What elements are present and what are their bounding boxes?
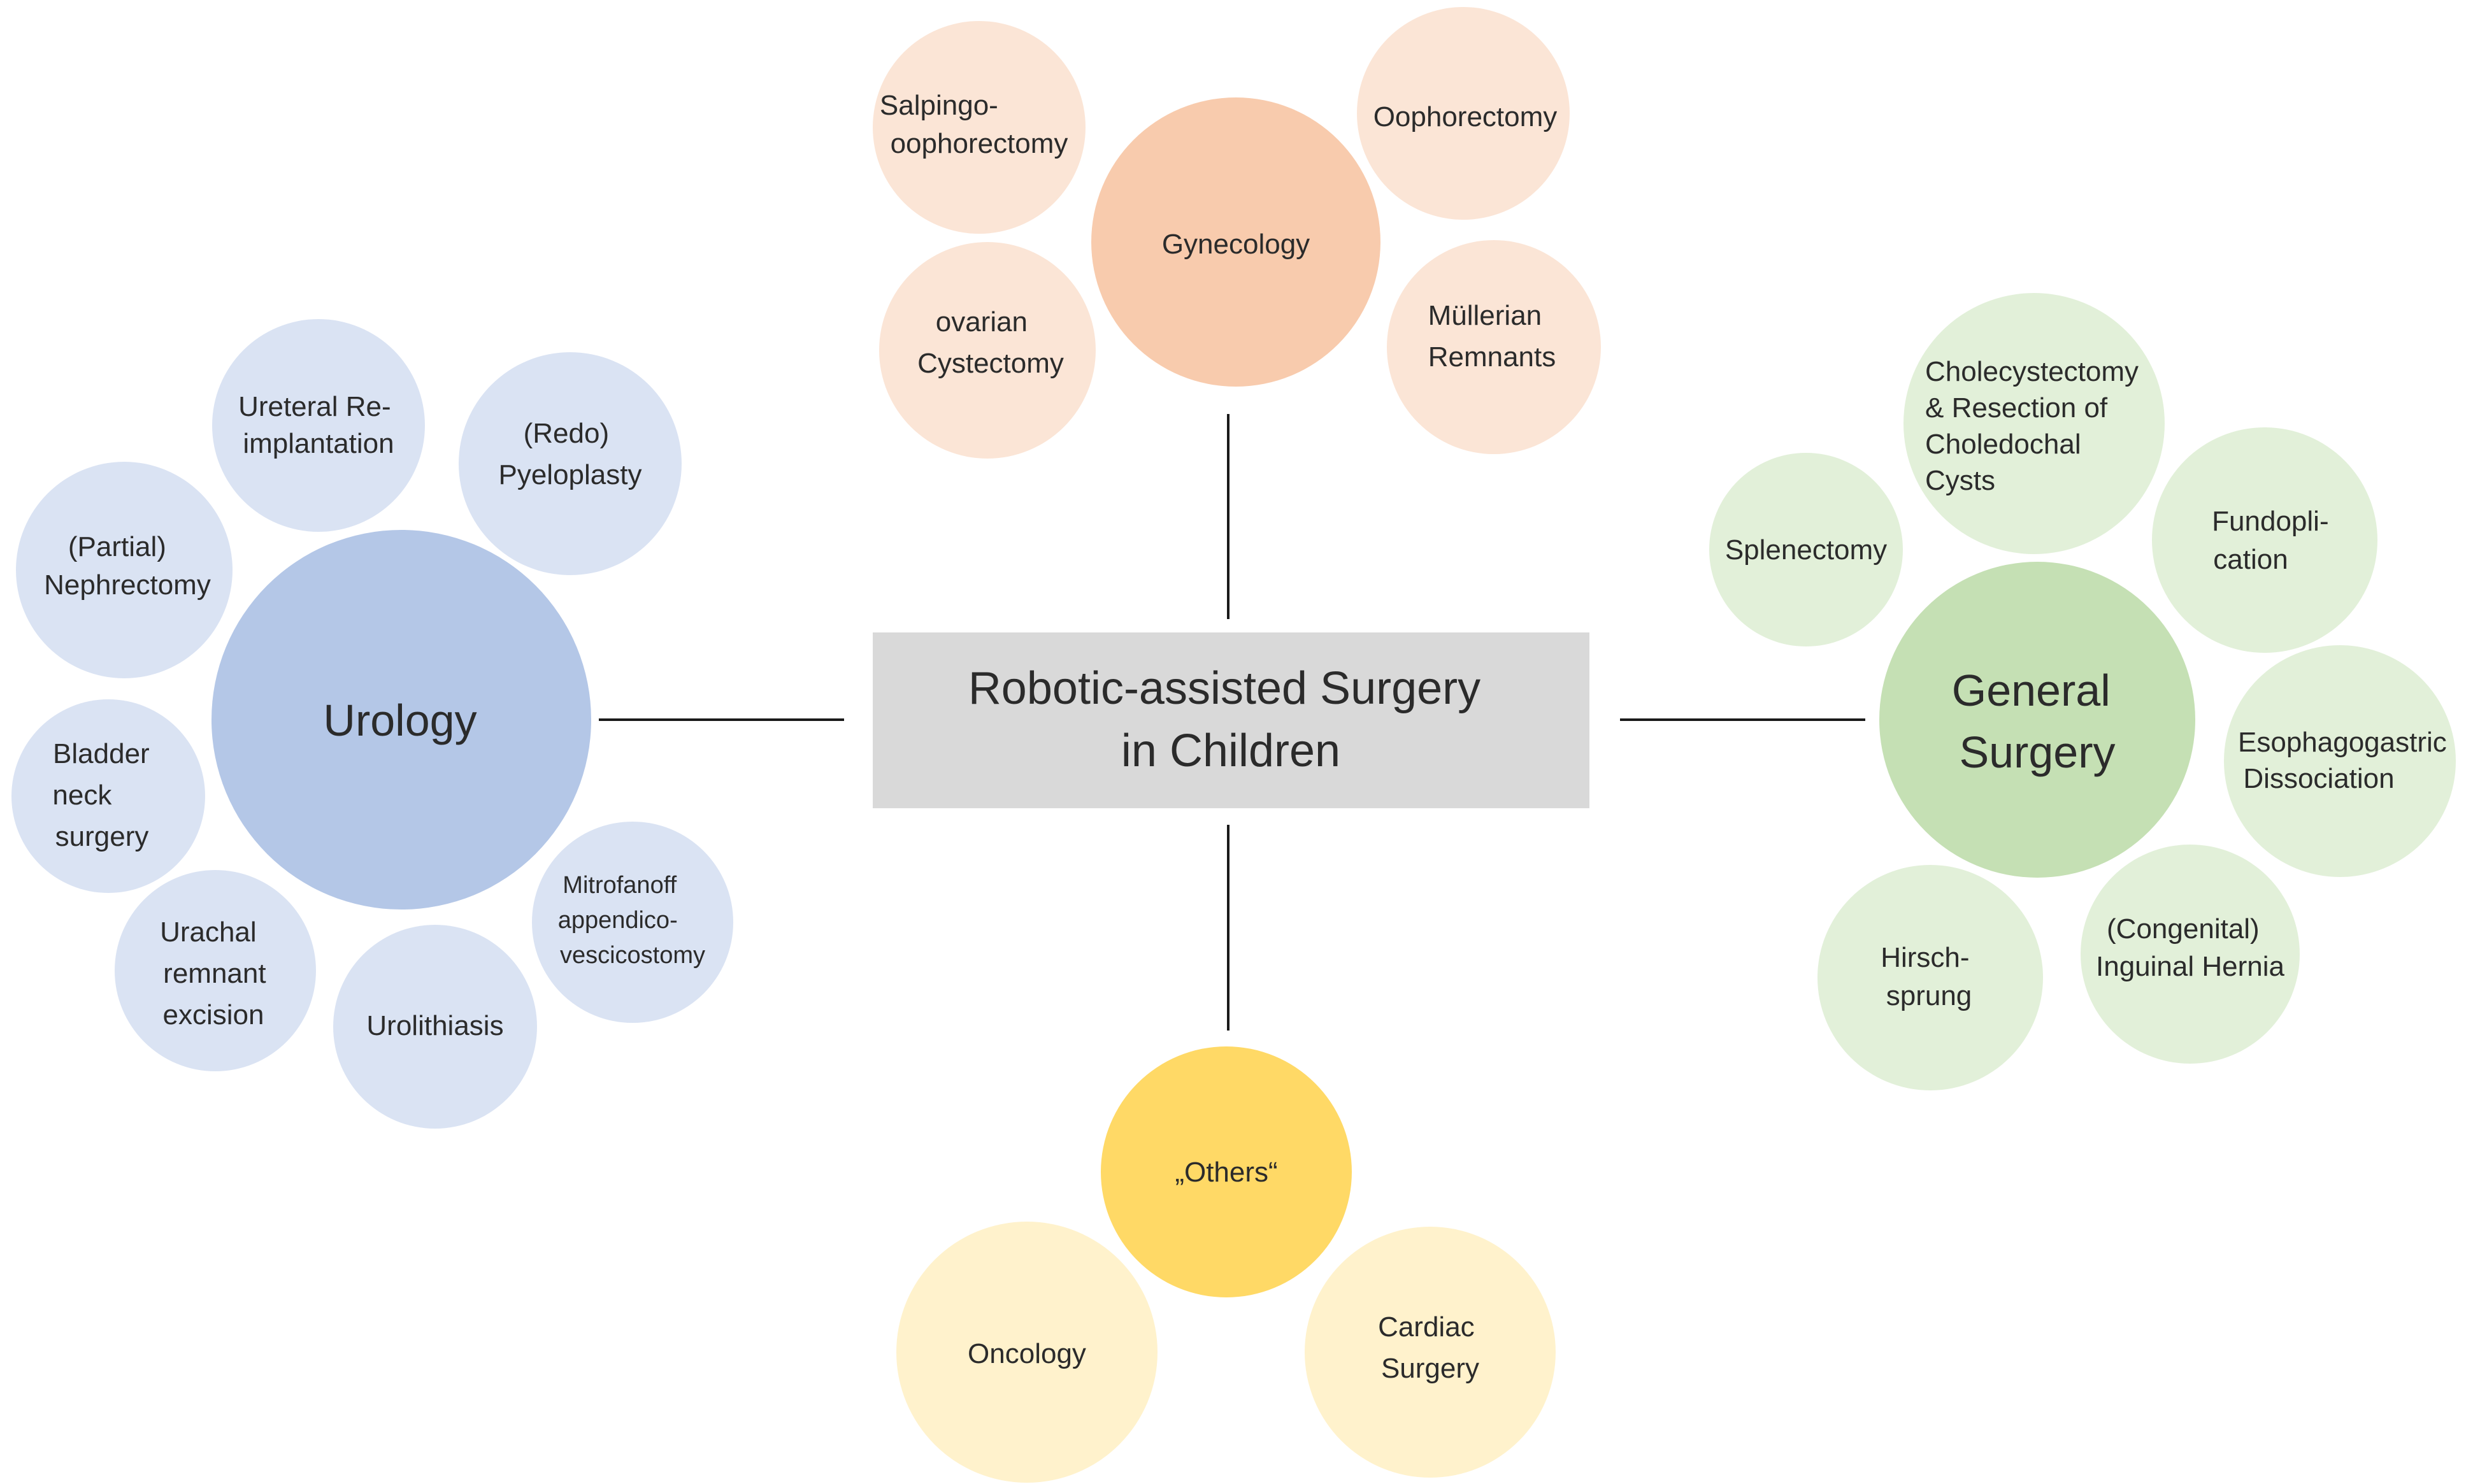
general-item-cholecystectomy: Cholecystectomy & Resection of Choledoch… [1903, 293, 2165, 554]
svg-text:Splenectomy: Splenectomy [1725, 534, 1887, 566]
general-item-esophagogastric-dissociation: Esophagogastric Dissociation [2224, 645, 2456, 877]
urology-item-urolithiasis: Urolithiasis [333, 925, 537, 1129]
others-cluster: Oncology Cardiac Surgery „Others“ [896, 1046, 1556, 1483]
gynecology-item-salpingo-oophorectomy: Salpingo- oophorectomy [873, 21, 1086, 234]
gynecology-item-ovarian-cystectomy: ovarian Cystectomy [879, 242, 1096, 459]
center-title: Robotic-assisted Surgery in Children [968, 663, 1493, 776]
general-item-inguinal-hernia: (Congenital) Inguinal Hernia [2081, 845, 2300, 1064]
urology-item-mitrofanoff: Mitrofanoff appendico- vescicostomy [532, 822, 733, 1023]
general-item-hirschsprung: Hirsch- sprung [1817, 865, 2043, 1090]
urology-item-bladder-neck-surgery: Bladder neck surgery [11, 699, 205, 893]
svg-text:(Partial) Nephrectomy: (Partial) Nephrectomy [44, 531, 211, 601]
center-box [873, 632, 1589, 808]
general-item-splenectomy: Splenectomy [1709, 453, 1903, 646]
svg-text:Esophagogastric Dissoc: Esophagogastric Dissociation [2238, 727, 2455, 794]
gynecology-item-oophorectomy: Oophorectomy [1357, 7, 1570, 220]
urology-cluster: Ureteral Re- implantation (Redo) Pyelopl… [11, 319, 733, 1129]
svg-text:Urolithiasis: Urolithiasis [366, 1010, 503, 1041]
svg-text:Oncology: Oncology [968, 1338, 1086, 1369]
svg-text:Cardiac Surgery: Cardiac Surgery [1378, 1311, 1482, 1384]
svg-text:General Surgery: General Surgery [1952, 666, 2123, 777]
gynecology-cluster: Salpingo- oophorectomy Oophorectomy ovar… [873, 7, 1601, 459]
svg-text:Fundopli- cation: Fundopli- cation [2212, 506, 2337, 575]
svg-text:Hirsch- sprung: Hirsch- sprung [1881, 942, 1977, 1011]
svg-text:Oophorectomy: Oophorectomy [1373, 101, 1558, 132]
urology-item-ureteral-reimplantation: Ureteral Re- implantation [212, 319, 425, 532]
svg-text:Cholecystectomy & Rese: Cholecystectomy & Resection of Choledoch… [1925, 356, 2146, 496]
svg-text:Gynecology: Gynecology [1162, 229, 1310, 260]
urology-item-redo-pyeloplasty: (Redo) Pyeloplasty [459, 352, 682, 575]
general-surgery-main-node: General Surgery [1879, 562, 2195, 878]
svg-text:ovarian Cystectomy: ovarian Cystectomy [917, 306, 1064, 379]
urology-item-urachal-remnant-excision: Urachal remnant excision [115, 870, 316, 1071]
svg-text:(Congenital) Inguinal: (Congenital) Inguinal Hernia [2096, 913, 2284, 982]
svg-text:„Others“: „Others“ [1175, 1157, 1277, 1188]
center-node: Robotic-assisted Surgery in Children [873, 632, 1589, 808]
others-main-node: „Others“ [1101, 1046, 1352, 1297]
urology-item-partial-nephrectomy: (Partial) Nephrectomy [16, 462, 233, 678]
svg-text:Ureteral Re- implantat: Ureteral Re- implantation [238, 391, 399, 459]
general-item-fundoplication: Fundopli- cation [2152, 427, 2377, 653]
svg-text:Müllerian Remnants: Müllerian Remnants [1428, 300, 1556, 373]
svg-text:Urology: Urology [323, 696, 477, 745]
others-item-cardiac-surgery: Cardiac Surgery [1305, 1227, 1556, 1478]
others-item-oncology: Oncology [896, 1222, 1158, 1483]
gynecology-item-mullerian-remnants: Müllerian Remnants [1387, 240, 1601, 454]
general-surgery-cluster: Cholecystectomy & Resection of Choledoch… [1709, 293, 2456, 1090]
svg-text:Urachal remnant: Urachal remnant excision [160, 917, 274, 1031]
urology-main-node: Urology [211, 530, 591, 910]
gynecology-main-node: Gynecology [1091, 97, 1380, 387]
svg-text:Bladder neck s: Bladder neck surgery [52, 738, 157, 852]
svg-text:Mitrofanoff appendico-: Mitrofanoff appendico- vescicostomy [558, 872, 705, 969]
svg-text:(Redo) Pyeloplasty: (Redo) Pyeloplasty [498, 418, 642, 490]
svg-text:Salpingo- oophorectomy: Salpingo- oophorectomy [880, 90, 1068, 159]
